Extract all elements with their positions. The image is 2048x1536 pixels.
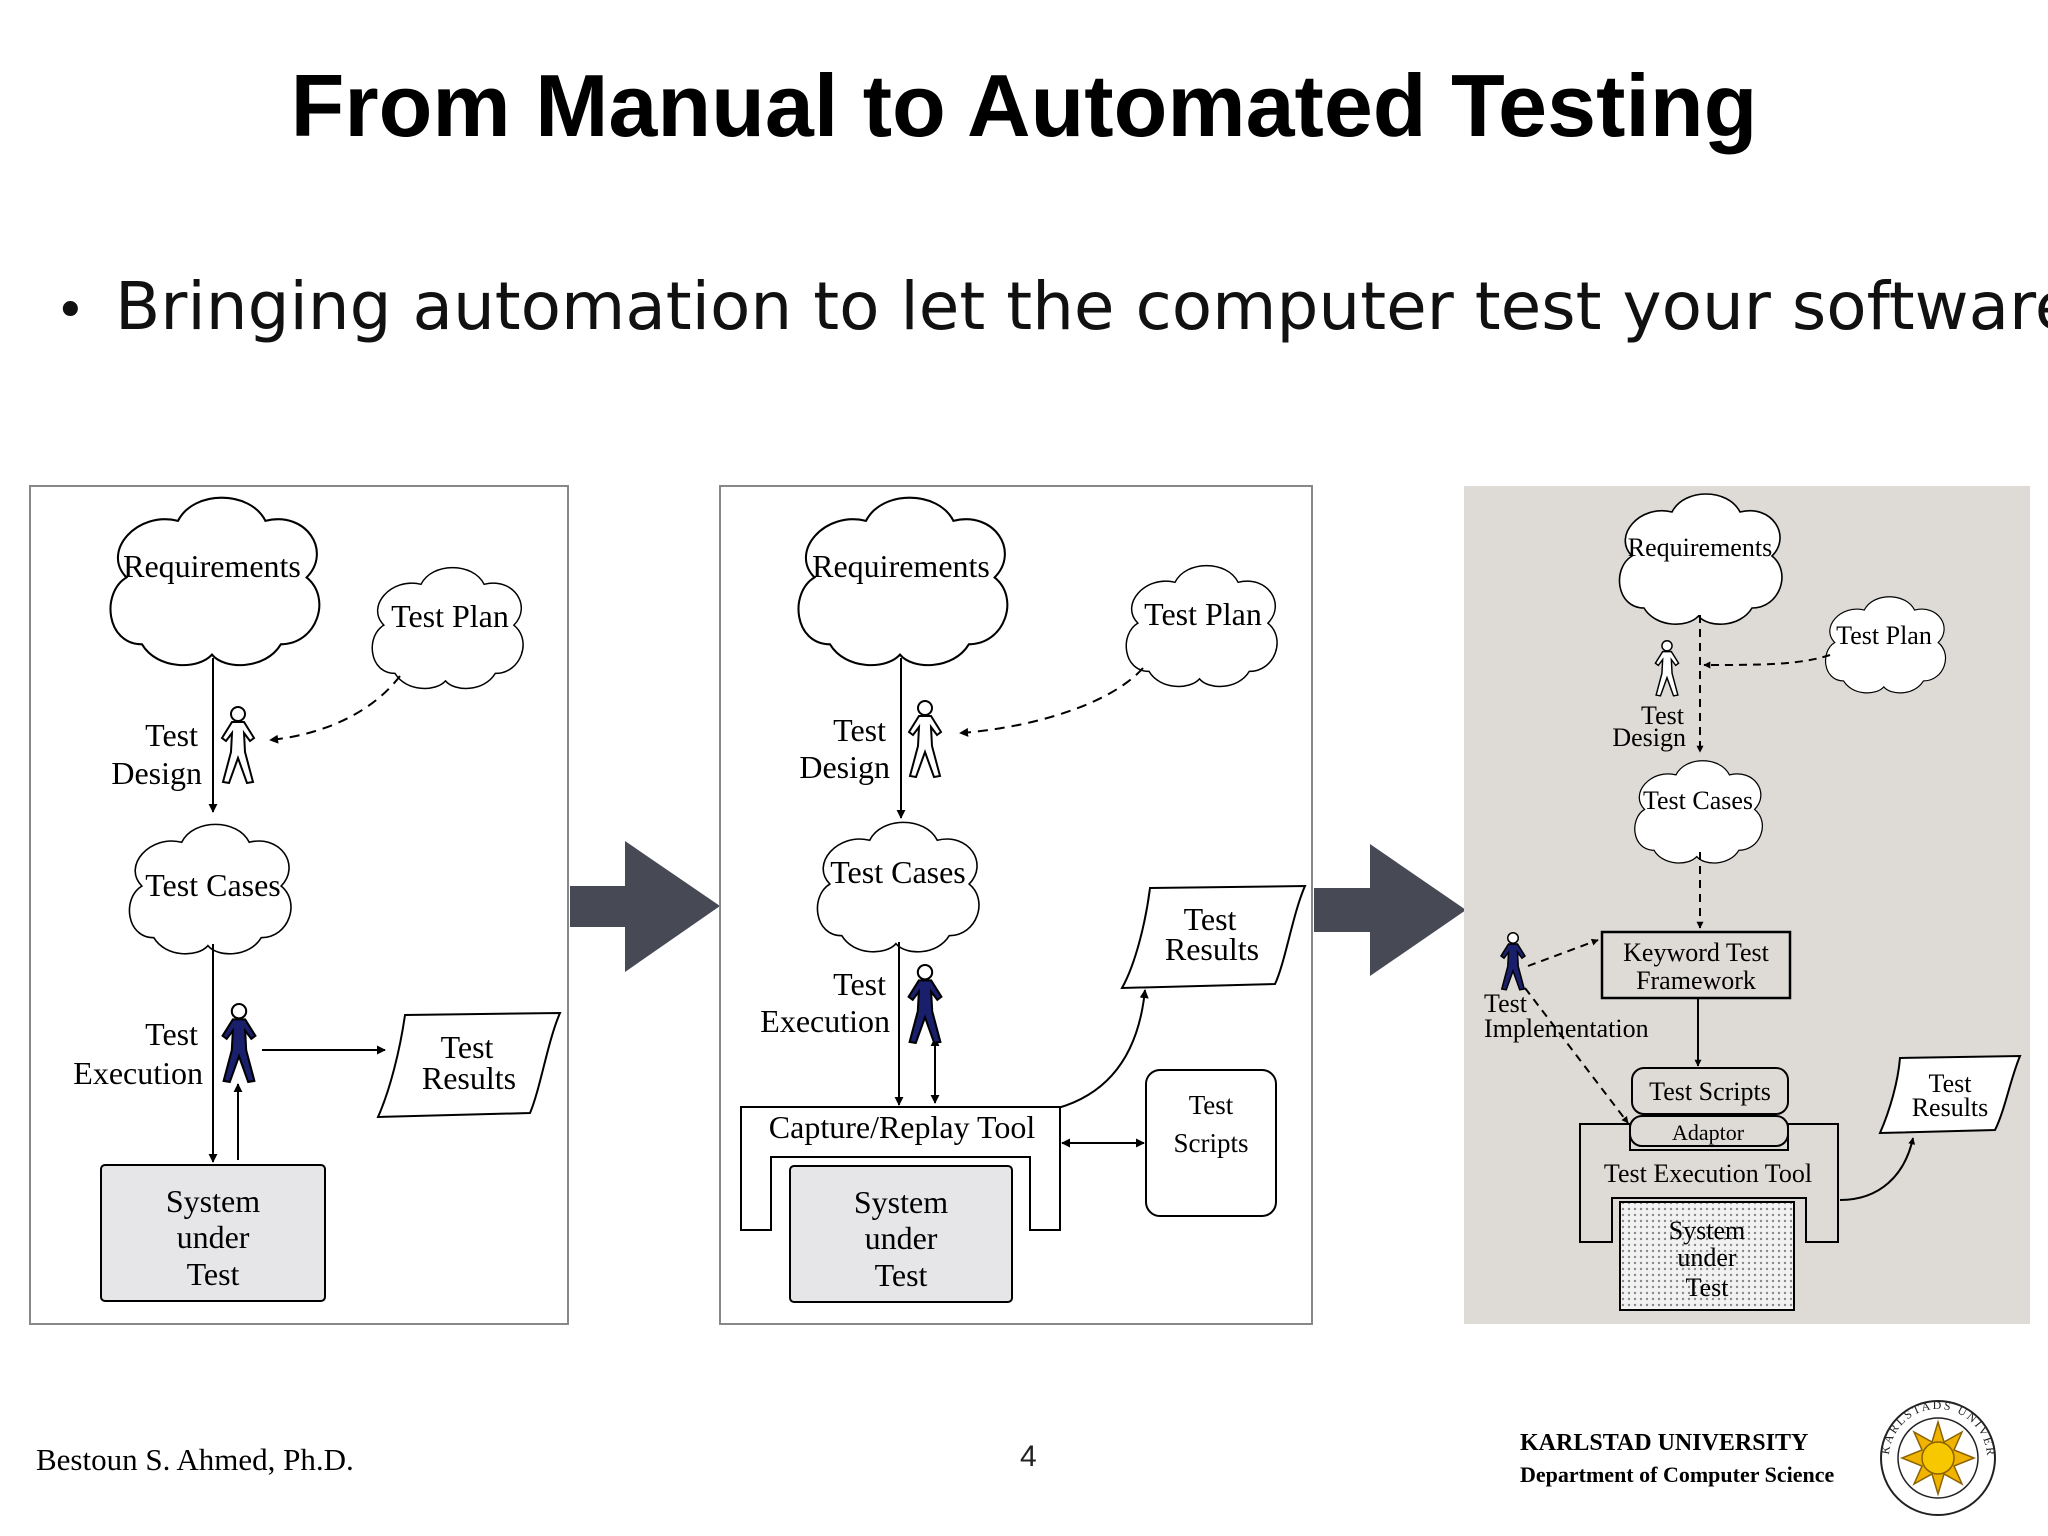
adaptor-label: Adaptor — [1672, 1120, 1745, 1145]
test-plan-label: Test Plan — [391, 598, 509, 634]
department-name: Department of Computer Science — [1520, 1462, 1835, 1487]
system-under-test-box — [100, 1164, 326, 1302]
sut-label-1: System — [854, 1184, 948, 1220]
test-scripts-label-1: Test — [1189, 1090, 1234, 1120]
sut-label-3: Test — [875, 1257, 928, 1293]
sut-label-1: System — [166, 1183, 260, 1219]
tool-to-results-arrow — [1057, 989, 1149, 1109]
test-plan-label: Test Plan — [1836, 621, 1932, 650]
test-design-label-1: Test — [1641, 701, 1685, 730]
capture-replay-tool-frame — [740, 1106, 1061, 1231]
test-execution-label-1: Test — [145, 1016, 198, 1052]
requirements-label: Requirements — [1628, 533, 1772, 562]
transition-arrow-1-icon — [570, 841, 720, 972]
test-results-label-2: Results — [1912, 1093, 1989, 1122]
test-results-label-1: Test — [1929, 1069, 1973, 1098]
bullet-text: Bringing automation to let the computer … — [115, 268, 2048, 345]
test-cases-label: Test Cases — [1643, 786, 1753, 815]
test-execution-label-1: Test — [833, 966, 886, 1002]
test-execution-label-2: Execution — [73, 1055, 203, 1091]
panel-manual-testing: Requirements Test Plan Test Design Test … — [29, 485, 569, 1325]
test-design-label-2: Design — [799, 749, 890, 785]
university-name: KARLSTAD UNIVERSITY — [1520, 1430, 1809, 1456]
test-scripts-box — [1631, 1067, 1789, 1115]
test-results-label-1: Test — [441, 1029, 494, 1065]
test-design-label-2: Design — [1612, 723, 1686, 752]
footer-author: Bestoun S. Ahmed, Ph.D. — [36, 1442, 354, 1477]
plan-to-design-arrow — [959, 667, 1144, 737]
sut-label-1: System — [1669, 1216, 1746, 1245]
test-cases-label: Test Cases — [145, 867, 281, 903]
sut-label-3: Test — [1686, 1273, 1730, 1302]
test-plan-label: Test Plan — [1144, 596, 1262, 632]
plan-to-design-arrow — [269, 675, 401, 744]
footer-university: KARLSTAD UNIVERSITY Department of Comput… — [1520, 1428, 1834, 1490]
panel-keyword-driven: Requirements Test Plan Test Design Test … — [1464, 486, 2030, 1324]
implementer-to-framework-arrow — [1527, 938, 1599, 967]
panel-capture-replay: Requirements Test Plan Test Design Test … — [719, 485, 1313, 1325]
test-execution-label-2: Execution — [760, 1003, 890, 1039]
sun-icon — [1899, 1419, 1977, 1497]
implementer-to-adaptor-arrow — [1524, 987, 1629, 1124]
test-execution-tool-frame — [1579, 1123, 1839, 1243]
test-results-document — [376, 1011, 562, 1119]
requirements-label: Requirements — [123, 548, 301, 584]
test-implementation-label-2: Implementation — [1484, 1014, 1649, 1043]
bullet-point: • Bringing automation to let the computer… — [55, 268, 2048, 345]
framework-label-2: Framework — [1636, 966, 1756, 995]
system-under-test-box — [1619, 1201, 1795, 1311]
page-number: 4 — [1020, 1440, 1037, 1473]
sut-label-2: under — [865, 1220, 938, 1256]
slide-title: From Manual to Automated Testing — [290, 56, 1758, 155]
test-scripts-label: Test Scripts — [1649, 1077, 1771, 1106]
sut-label-3: Test — [187, 1256, 240, 1292]
keyword-framework-box — [1600, 930, 1792, 1000]
capture-replay-tool-label: Capture/Replay Tool — [769, 1109, 1036, 1145]
test-scripts-box — [1145, 1069, 1277, 1217]
test-design-label-1: Test — [833, 712, 886, 748]
test-design-label-2: Design — [111, 755, 202, 791]
test-implementation-label-1: Test — [1484, 989, 1528, 1018]
bullet-dot-icon: • — [55, 280, 86, 341]
requirements-label: Requirements — [812, 548, 990, 584]
test-results-label-2: Results — [1165, 931, 1259, 967]
test-results-label-1: Test — [1184, 901, 1237, 937]
system-under-test-box — [789, 1165, 1013, 1303]
test-results-label-2: Results — [422, 1060, 516, 1096]
execution-tool-label: Test Execution Tool — [1604, 1159, 1812, 1188]
test-results-document — [1878, 1054, 2022, 1135]
sut-label-2: under — [1677, 1243, 1737, 1272]
test-cases-label: Test Cases — [830, 854, 966, 890]
test-design-label-1: Test — [145, 717, 198, 753]
framework-label-1: Keyword Test — [1623, 938, 1770, 967]
test-scripts-label-2: Scripts — [1173, 1128, 1248, 1158]
transition-arrow-2-icon — [1314, 844, 1466, 976]
test-results-document — [1120, 884, 1307, 990]
sut-label-2: under — [177, 1219, 250, 1255]
tool-to-results-arrow — [1839, 1137, 1916, 1201]
